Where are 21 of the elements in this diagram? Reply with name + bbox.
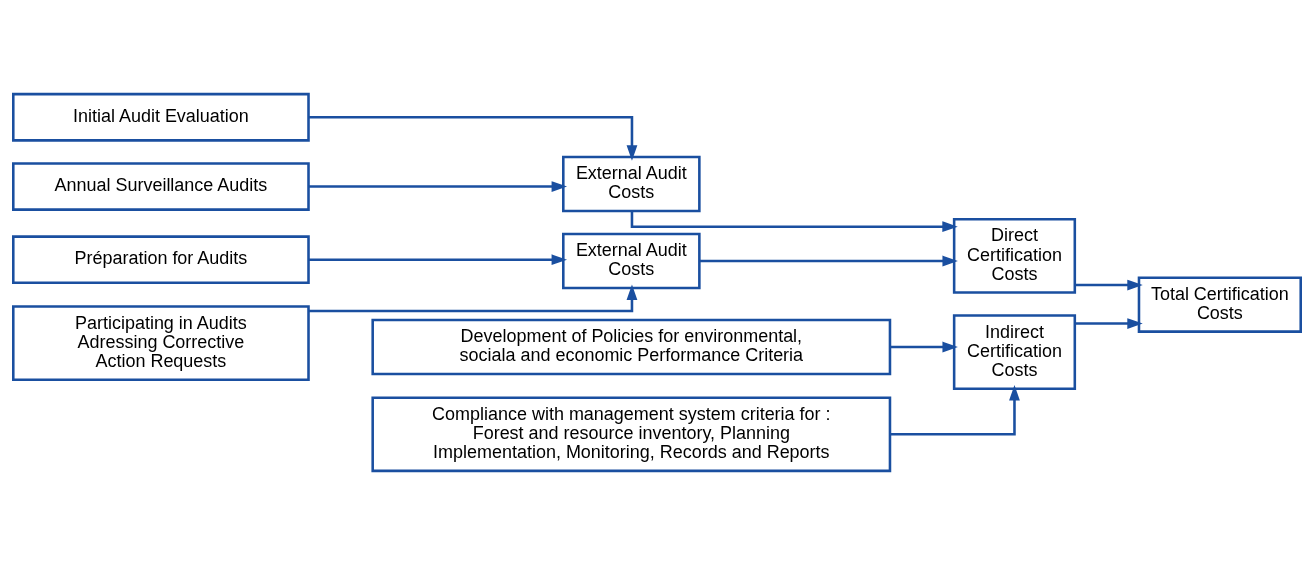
- node-box: Indirect Certification Costs: [952, 313, 1077, 390]
- node-box: Annual Surveillance Audits: [12, 161, 310, 211]
- arrow: [630, 210, 958, 232]
- arrow: [890, 384, 1020, 436]
- node-box: Development of Policies for environmental, sociala and economic Performance Criteria: [371, 318, 892, 375]
- arrow: [308, 253, 567, 265]
- node-box: External Audit Costs: [562, 155, 701, 212]
- arrow: [1075, 317, 1143, 329]
- node-box: External Audit Costs: [562, 232, 701, 289]
- node-box: Préparation for Audits: [12, 234, 310, 284]
- arrow: [308, 115, 638, 161]
- arrow: [1075, 279, 1143, 290]
- node-box: Participating in Audits Adressing Corrective Action Requests: [12, 304, 310, 381]
- node-box: Initial Audit Evaluation: [12, 92, 310, 142]
- arrow: [308, 180, 567, 192]
- arrow: [890, 341, 958, 352]
- node-box: Direct Certification Costs: [952, 217, 1077, 294]
- arrow: [699, 255, 958, 266]
- arrow: [308, 284, 638, 312]
- node-box: Compliance with management system criteria for : Forest and resource inventory, Planning Implementation, Monitoring, Records and Reports: [371, 395, 892, 472]
- node-box: Total Certification Costs: [1137, 275, 1302, 333]
